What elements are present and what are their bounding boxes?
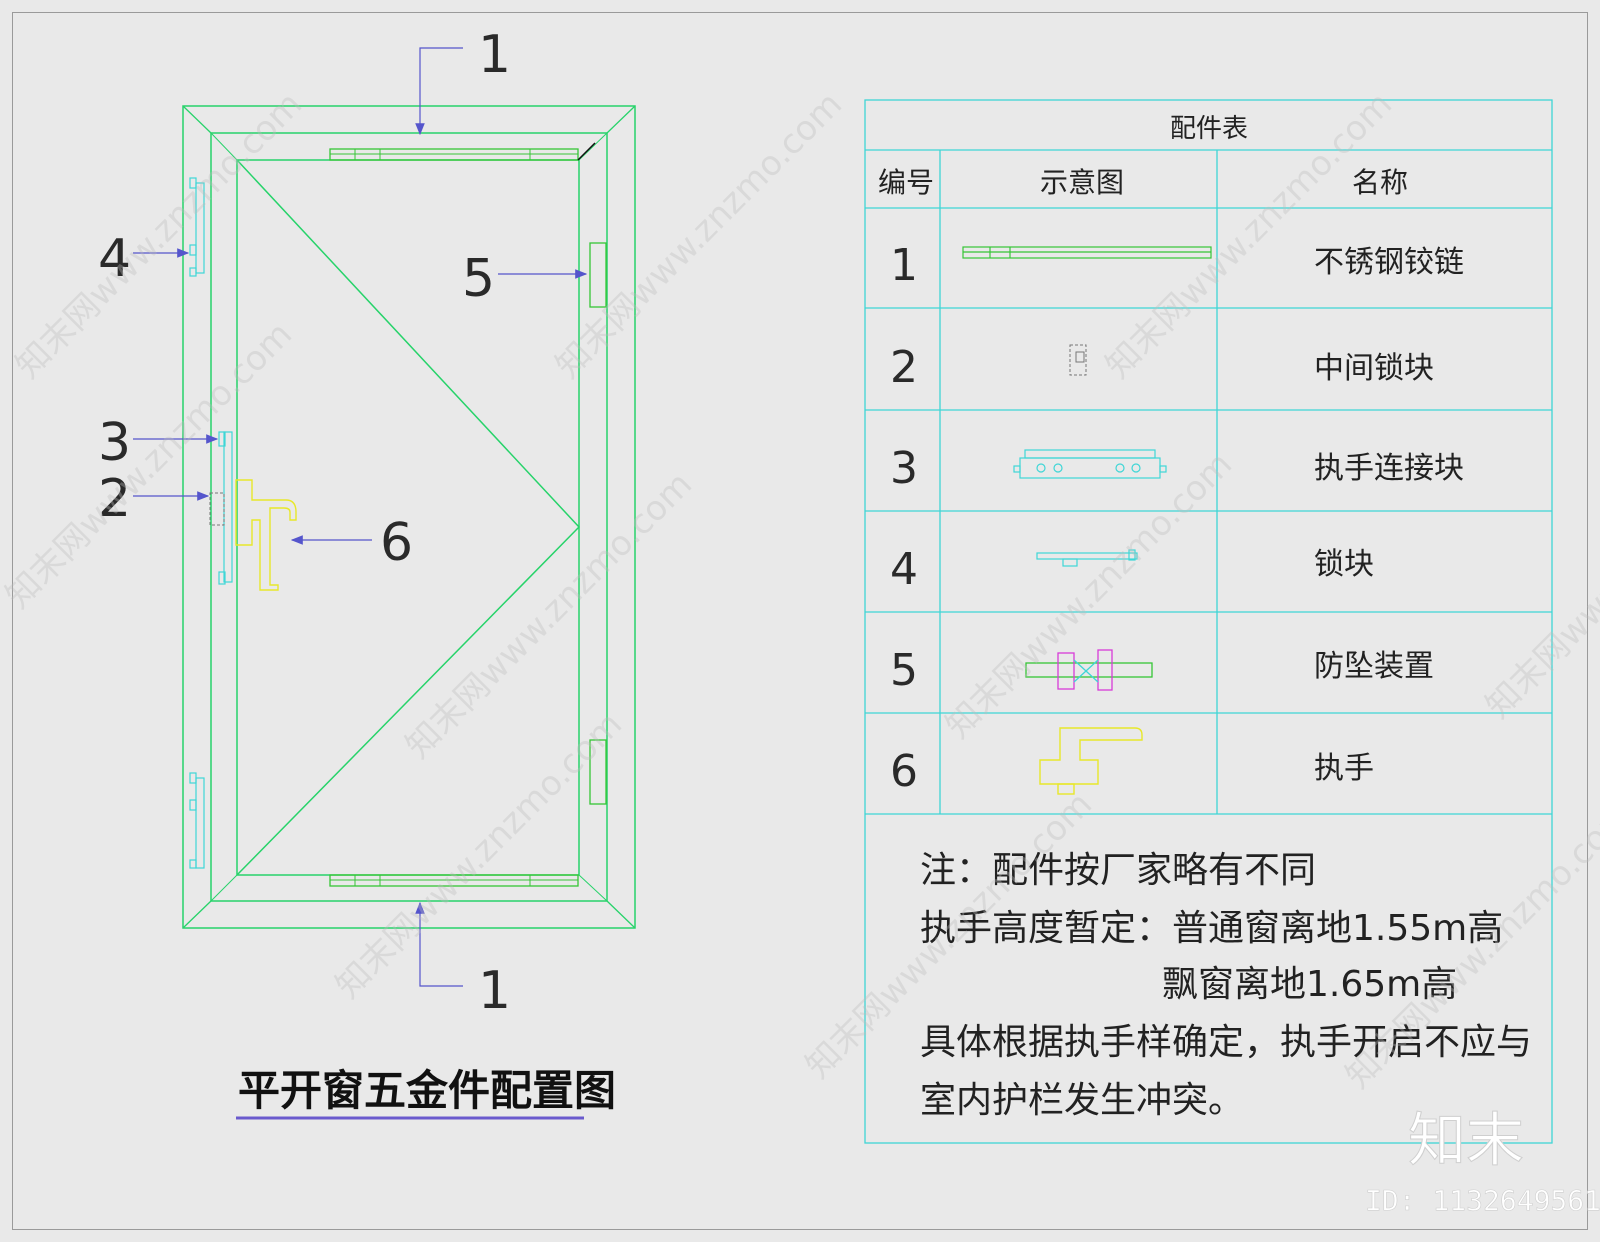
sheet-border <box>12 12 1588 1230</box>
watermark-id: ID: 1132649561 <box>1365 1184 1600 1217</box>
diagram-middle-lock <box>1069 344 1087 376</box>
svg-text:知末网www.znzmo.com: 知末网www.znzmo.com <box>398 464 700 766</box>
lock-block-bottom <box>189 772 205 869</box>
note-line-1: 注：配件按厂家略有不同 <box>920 850 1316 891</box>
note-line-5: 室内护栏发生冲突。 <box>920 1080 1244 1121</box>
row-6-name: 执手 <box>1314 751 1374 786</box>
window-outer-frame <box>182 105 636 929</box>
watermark-logo: 知末 <box>1408 1106 1524 1174</box>
callout-4: 4 <box>98 229 131 289</box>
row-2-number: 2 <box>890 342 918 393</box>
callout-1-bottom: 1 <box>478 961 511 1021</box>
opening-direction-mark <box>236 159 581 876</box>
svg-text:知末网www.znzmo.com: 知末网www.znzmo.com <box>548 84 850 386</box>
svg-text:知末网www.znzmo.com: 知末网www.znzmo.com <box>1098 84 1400 386</box>
header-number: 编号 <box>878 166 934 199</box>
diagram-anti-fall <box>1025 649 1153 691</box>
callout-6: 6 <box>380 513 413 573</box>
header-diagram: 示意图 <box>1040 166 1124 199</box>
svg-text:知末网www.znzmo.com: 知末网www.znzmo.com <box>1478 424 1600 726</box>
window-inner-frame <box>210 132 608 902</box>
callout-leaders <box>133 47 588 987</box>
lock-block-top <box>189 177 205 277</box>
row-6-number: 6 <box>890 746 918 797</box>
window-elevation: 1 1 4 5 3 2 6 平开窗五金件配置图 <box>98 25 636 1120</box>
diagram-handle-connector <box>1013 449 1167 479</box>
row-1-name: 不锈钢铰链 <box>1314 245 1464 280</box>
top-hinge <box>329 142 596 161</box>
anti-fall-device-bottom <box>589 739 607 805</box>
row-5-name: 防坠装置 <box>1314 649 1434 684</box>
row-3-name: 执手连接块 <box>1314 451 1464 486</box>
anti-fall-device-top <box>589 242 607 308</box>
diagram-hinge <box>962 246 1212 259</box>
callout-1-top: 1 <box>478 25 511 85</box>
handle-assembly <box>209 431 297 591</box>
row-4-number: 4 <box>890 544 918 595</box>
row-1-number: 1 <box>890 240 918 291</box>
diagram-lock-block <box>1036 549 1138 567</box>
header-name: 名称 <box>1352 166 1408 199</box>
row-2-name: 中间锁块 <box>1314 351 1434 386</box>
parts-table: 配件表 编号 示意图 名称 1 2 3 4 5 6 不锈钢铰链 中间锁块 执手连… <box>864 99 1553 1144</box>
callout-3: 3 <box>98 413 131 473</box>
note-line-3: 飘窗离地1.65m高 <box>1162 964 1457 1005</box>
callout-2: 2 <box>98 469 131 529</box>
bottom-hinge <box>329 874 579 887</box>
row-5-number: 5 <box>890 645 918 696</box>
row-4-name: 锁块 <box>1314 547 1374 582</box>
note-line-4: 具体根据执手样确定，执手开启不应与 <box>920 1022 1532 1063</box>
row-3-number: 3 <box>890 443 918 494</box>
table-title: 配件表 <box>1170 114 1248 144</box>
diagram-handle <box>1039 727 1143 795</box>
svg-text:知末网www.znzmo.com: 知末网www.znzmo.com <box>938 444 1240 746</box>
note-line-2: 执手高度暂定：普通窗离地1.55m高 <box>920 908 1503 949</box>
drawing-title: 平开窗五金件配置图 <box>238 1066 616 1115</box>
callout-5: 5 <box>462 249 495 309</box>
